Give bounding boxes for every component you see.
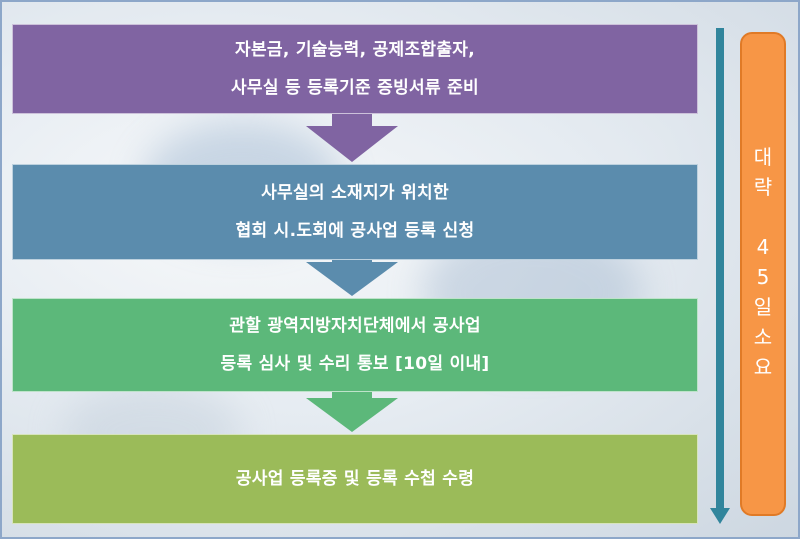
- duration-char: 소: [753, 325, 773, 349]
- step-box-2: 사무실의 소재지가 위치한 협회 시.도회에 공사업 등록 신청: [12, 164, 698, 260]
- step-2-line-2: 협회 시.도회에 공사업 등록 신청: [235, 221, 475, 241]
- step-2-line-1: 사무실의 소재지가 위치한: [261, 183, 449, 203]
- step-4-line-1: 공사업 등록증 및 등록 수첩 수령: [235, 469, 475, 489]
- duration-char: 4: [756, 235, 770, 259]
- duration-char: 략: [753, 175, 773, 199]
- down-arrow-3: [306, 391, 398, 432]
- step-box-1: 자본금, 기술능력, 공제조합출자, 사무실 등 등록기준 증빙서류 준비: [12, 24, 698, 114]
- step-box-3: 관할 광역지방자치단체에서 공사업 등록 심사 및 수리 통보 [10일 이내]: [12, 298, 698, 392]
- timeline-arrow: [710, 28, 730, 524]
- down-arrow-2: [306, 259, 398, 296]
- step-1-line-1: 자본금, 기술능력, 공제조합출자,: [235, 40, 475, 60]
- down-arrow-1: [306, 113, 398, 162]
- duration-char: 일: [753, 295, 773, 319]
- duration-char: 대: [753, 145, 773, 169]
- duration-char: 5: [756, 265, 770, 289]
- step-3-line-2: 등록 심사 및 수리 통보 [10일 이내]: [220, 354, 490, 374]
- duration-label: 대 략 4 5 일 소 요: [740, 32, 786, 516]
- step-box-4: 공사업 등록증 및 등록 수첩 수령: [12, 434, 698, 524]
- step-3-line-1: 관할 광역지방자치단체에서 공사업: [229, 316, 481, 336]
- step-1-line-2: 사무실 등 등록기준 증빙서류 준비: [230, 78, 480, 98]
- duration-char: 요: [753, 355, 773, 379]
